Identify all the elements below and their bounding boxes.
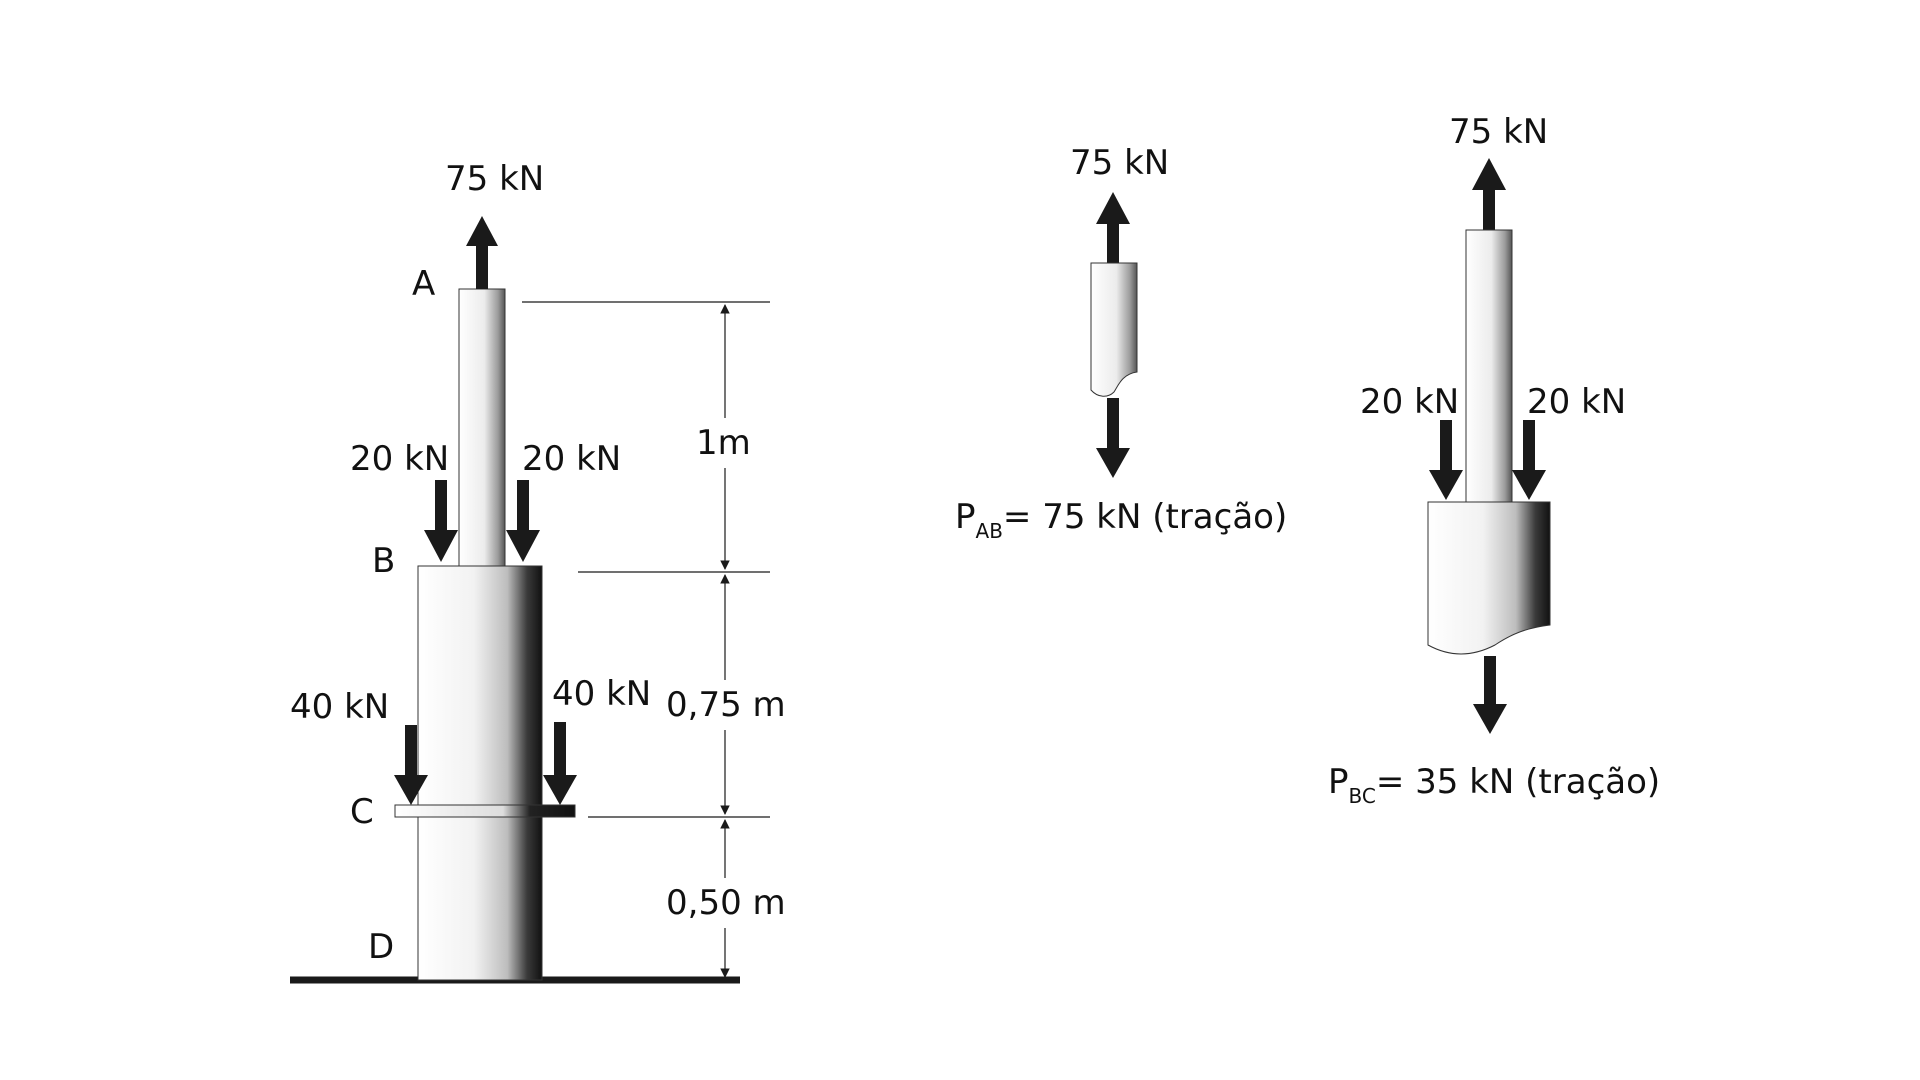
length-label-ab: 1m [696, 423, 751, 463]
rod-bd [417, 565, 543, 981]
force-arrow-up-a [466, 216, 498, 289]
point-label-c: C [350, 792, 374, 832]
point-label-a: A [412, 264, 435, 304]
force-label-top: 75 kN [445, 159, 544, 199]
fbd-bc-result-text: = 35 kN (tração) [1376, 762, 1660, 802]
fbd-bc-result-symbol: P [1328, 762, 1349, 802]
force-label-c-right: 40 kN [552, 674, 651, 714]
free-body-bc: 75 kN 20 kN 20 kN PBC= 35 kN (tração) [1328, 112, 1660, 808]
fbd-bc-force-right: 20 kN [1527, 382, 1626, 422]
fbd-ab-result-symbol: P [955, 497, 976, 537]
fbd-bc-result: PBC= 35 kN (tração) [1328, 762, 1660, 808]
force-label-b-right: 20 kN [522, 439, 621, 479]
fbd-bc-arrow-left [1429, 420, 1463, 500]
fbd-bc-thin-rod [1465, 229, 1513, 503]
point-label-b: B [372, 541, 395, 581]
fbd-bc-arrow-up [1472, 158, 1506, 230]
fbd-ab-arrow-down [1096, 398, 1130, 478]
fbd-ab-result: PAB= 75 kN (tração) [955, 497, 1287, 543]
fbd-bc-arrow-down [1473, 656, 1507, 734]
force-arrow-b-left [424, 480, 458, 562]
force-arrow-c-right [543, 722, 577, 805]
fbd-ab-result-subscript: AB [976, 519, 1003, 543]
length-label-bc: 0,75 m [666, 685, 786, 725]
collar-c [394, 804, 576, 818]
fbd-ab-result-text: = 75 kN (tração) [1003, 497, 1287, 537]
force-label-c-left: 40 kN [290, 687, 389, 727]
free-body-ab: 75 kN PAB= 75 kN (tração) [955, 143, 1287, 543]
fbd-bc-arrow-right [1512, 420, 1546, 500]
length-label-cd: 0,50 m [666, 883, 786, 923]
force-arrow-b-right [506, 480, 540, 562]
force-label-b-left: 20 kN [350, 439, 449, 479]
fbd-bc-force-left: 20 kN [1360, 382, 1459, 422]
force-arrow-c-left [394, 725, 428, 805]
fbd-ab-arrow-up [1096, 192, 1130, 263]
point-label-d: D [368, 927, 394, 967]
rod-ab [458, 288, 506, 567]
fbd-ab-top-force: 75 kN [1070, 143, 1169, 183]
fbd-bc-wide-rod-section [1427, 501, 1551, 655]
fbd-ab-rod-section [1090, 262, 1138, 397]
main-figure: A B C D 75 kN 20 kN 20 kN 40 kN 40 kN 1m… [290, 159, 790, 984]
fbd-bc-top-force: 75 kN [1449, 112, 1548, 152]
fbd-bc-result-subscript: BC [1349, 784, 1376, 808]
